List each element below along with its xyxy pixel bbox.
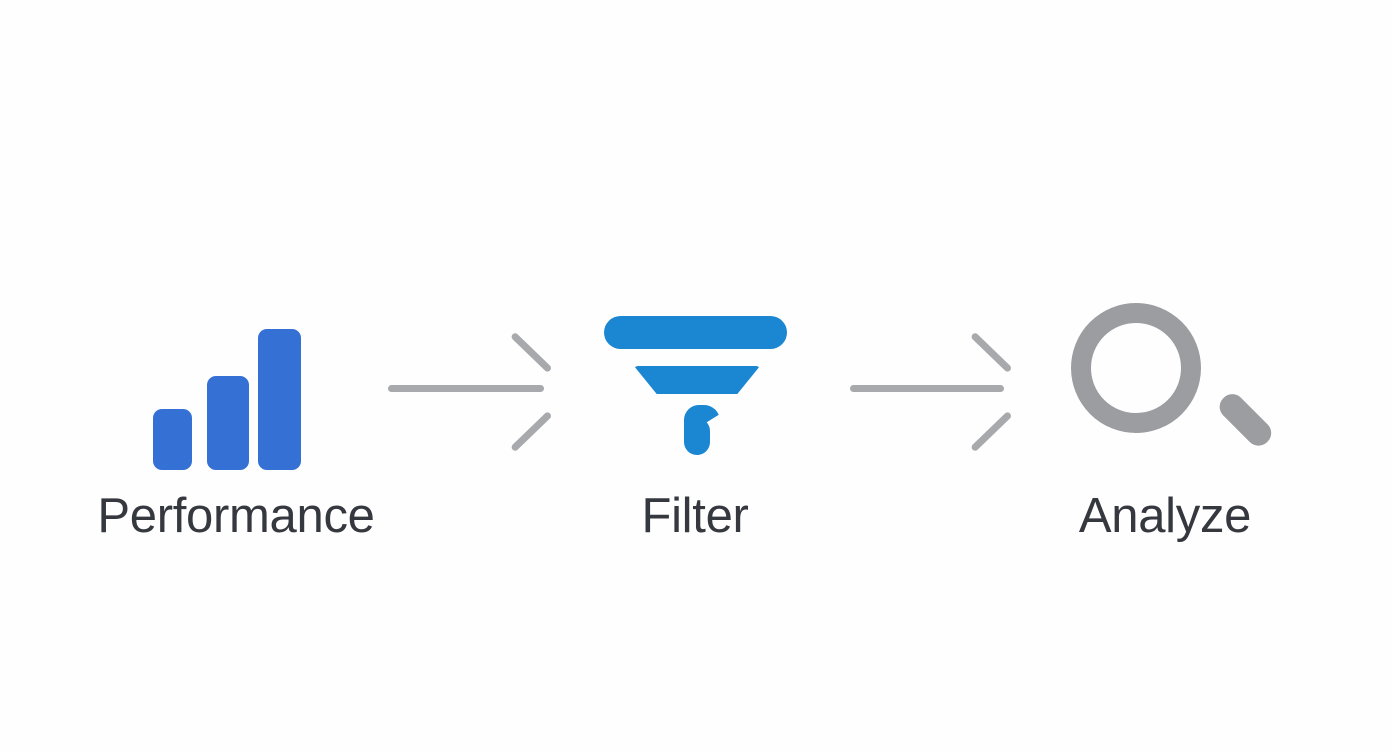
arrow-head-lower: [510, 410, 553, 453]
stage-label-performance: Performance: [97, 489, 375, 543]
stage-performance[interactable]: Performance: [88, 300, 384, 541]
stage-label-filter: Filter: [641, 489, 749, 543]
stage-filter[interactable]: Filter: [560, 300, 830, 541]
arrow-head-upper: [970, 331, 1013, 374]
arrow-right-icon-2: [850, 331, 1013, 453]
arrow-head-lower: [970, 410, 1013, 453]
magnifier-icon: [1020, 290, 1310, 470]
magnifier-lens: [1071, 303, 1201, 433]
stage-label-analyze: Analyze: [1078, 489, 1252, 543]
funnel-middle-trapezoid: [634, 366, 760, 394]
funnel-top-bar: [604, 316, 787, 349]
funnel-stem-body: [684, 418, 710, 455]
funnel-icon: [560, 300, 830, 470]
bar-chart-bar-2: [207, 376, 249, 470]
bar-chart-bar-1: [153, 409, 192, 470]
arrow-right-icon-1: [388, 331, 553, 453]
arrow-shaft: [850, 385, 1004, 392]
magnifier-handle: [1214, 389, 1277, 451]
arrow-head-upper: [510, 331, 553, 374]
stage-analyze[interactable]: Analyze: [1020, 290, 1310, 541]
arrow-shaft: [388, 385, 544, 392]
bar-chart-icon: [88, 300, 384, 470]
bar-chart-bar-3: [258, 329, 301, 470]
